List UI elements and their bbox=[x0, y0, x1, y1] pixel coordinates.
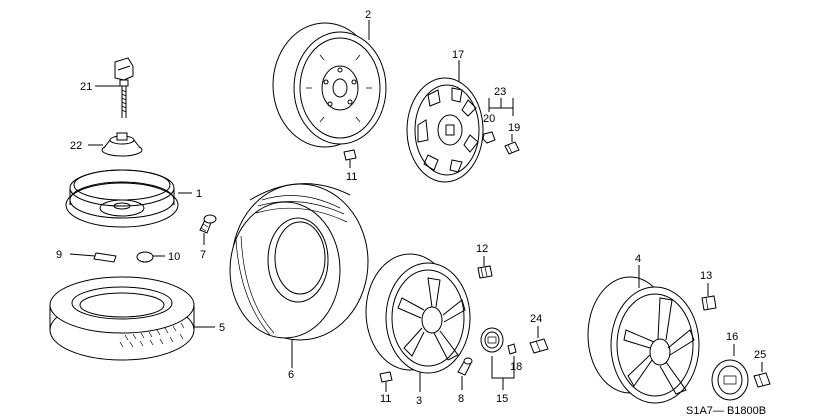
part-21-hold-down-bolt bbox=[114, 57, 134, 118]
callout-16: 16 bbox=[726, 331, 738, 343]
part-6-tire bbox=[229, 183, 369, 341]
callout-9: 9 bbox=[56, 249, 62, 261]
part-9-balance-weight bbox=[93, 252, 117, 263]
part-11-balance-weight-a bbox=[343, 149, 357, 161]
callout-8: 8 bbox=[458, 393, 464, 405]
drawing-code: S1A7— B1800B bbox=[686, 405, 766, 417]
callout-25: 25 bbox=[754, 349, 766, 361]
part-12-balance-weight bbox=[477, 265, 493, 279]
part-25-wheel-nut bbox=[753, 372, 771, 388]
callout-4: 4 bbox=[635, 253, 641, 265]
callout-6: 6 bbox=[288, 369, 294, 381]
part-20-nut bbox=[482, 131, 496, 144]
callout-1: 1 bbox=[196, 188, 202, 200]
callout-5: 5 bbox=[219, 322, 225, 334]
part-22-cone-nut bbox=[101, 132, 143, 157]
part-1-spare-wheel bbox=[65, 169, 179, 228]
part-4-alloy-wheel bbox=[587, 276, 700, 404]
callout-19: 19 bbox=[508, 122, 520, 134]
callout-13: 13 bbox=[700, 270, 712, 282]
callout-11a: 11 bbox=[346, 171, 357, 183]
part-3-alloy-wheel bbox=[365, 253, 471, 374]
part-15-center-cap bbox=[480, 327, 504, 353]
part-18-clip bbox=[507, 343, 517, 355]
callout-7: 7 bbox=[200, 249, 206, 261]
part-19-bolt bbox=[504, 141, 520, 155]
callout-3: 3 bbox=[416, 395, 422, 407]
callout-22: 22 bbox=[70, 140, 82, 152]
callout-24: 24 bbox=[530, 313, 542, 325]
callout-21: 21 bbox=[80, 81, 92, 93]
callout-20: 20 bbox=[483, 113, 495, 125]
callout-10: 10 bbox=[168, 251, 180, 263]
part-11-balance-weight-b bbox=[379, 371, 393, 383]
part-2-steel-wheel bbox=[272, 22, 387, 148]
part-5-spare-tire bbox=[49, 276, 195, 361]
part-8-valve-stem bbox=[457, 357, 473, 376]
part-13-balance-weight bbox=[701, 295, 717, 311]
part-16-center-cap bbox=[711, 359, 749, 401]
part-24-wheel-nut bbox=[529, 338, 549, 354]
part-7-valve-stem bbox=[199, 214, 217, 234]
callout-15: 15 bbox=[496, 393, 508, 405]
part-17-wheel-cover bbox=[406, 77, 484, 183]
callout-18: 18 bbox=[510, 361, 522, 373]
callout-17: 17 bbox=[452, 49, 464, 61]
callout-2: 2 bbox=[365, 9, 371, 21]
callout-11b: 11 bbox=[380, 393, 391, 405]
callout-23: 23 bbox=[494, 86, 506, 98]
part-10-balance-weight bbox=[136, 251, 154, 263]
callout-12: 12 bbox=[476, 243, 488, 255]
